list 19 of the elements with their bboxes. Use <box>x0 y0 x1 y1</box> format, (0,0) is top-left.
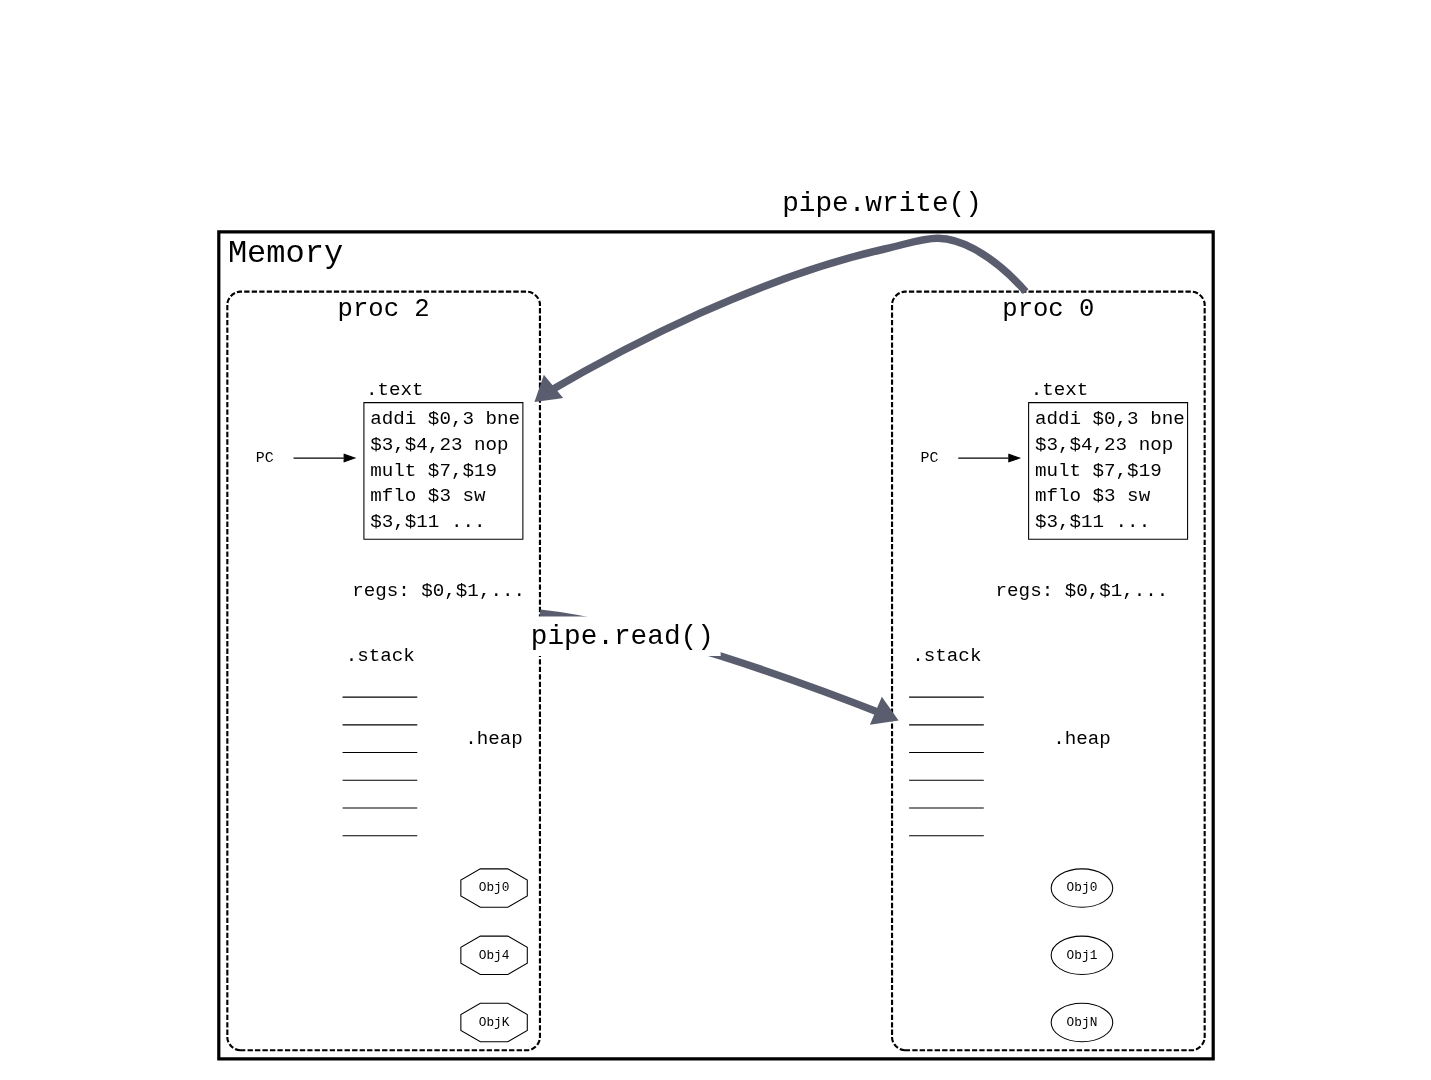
label: .heap <box>464 728 523 751</box>
arrow <box>292 453 356 463</box>
label: .heap <box>1052 728 1111 751</box>
node-ellipse: Obj0 <box>1050 868 1113 908</box>
node-ellipse: Obj1 <box>1050 935 1113 976</box>
node-ellipse: ObjN <box>1050 1002 1113 1043</box>
node-box: addi $0,3 bne $3,$4,23 nop mult $7,$19 mflo $3 sw $3,$11 ... <box>362 402 523 540</box>
node-box: addi $0,3 bne $3,$4,23 nop mult $7,$19 mflo $3 sw $3,$11 ... <box>1027 402 1188 540</box>
node-text: .stack <box>345 645 415 668</box>
node-label: .text <box>365 378 424 401</box>
node-text: PC <box>255 450 274 467</box>
node-text: .stack <box>911 645 981 668</box>
label: regs: $0,$1,... <box>995 580 1168 603</box>
arrow <box>957 453 1021 463</box>
label: regs: $0,$1,... <box>351 580 525 603</box>
node-text: PC <box>919 450 938 467</box>
arrow <box>533 234 1028 403</box>
edge-label: pipe.write() <box>781 187 982 219</box>
node-label: .text <box>1030 378 1088 401</box>
